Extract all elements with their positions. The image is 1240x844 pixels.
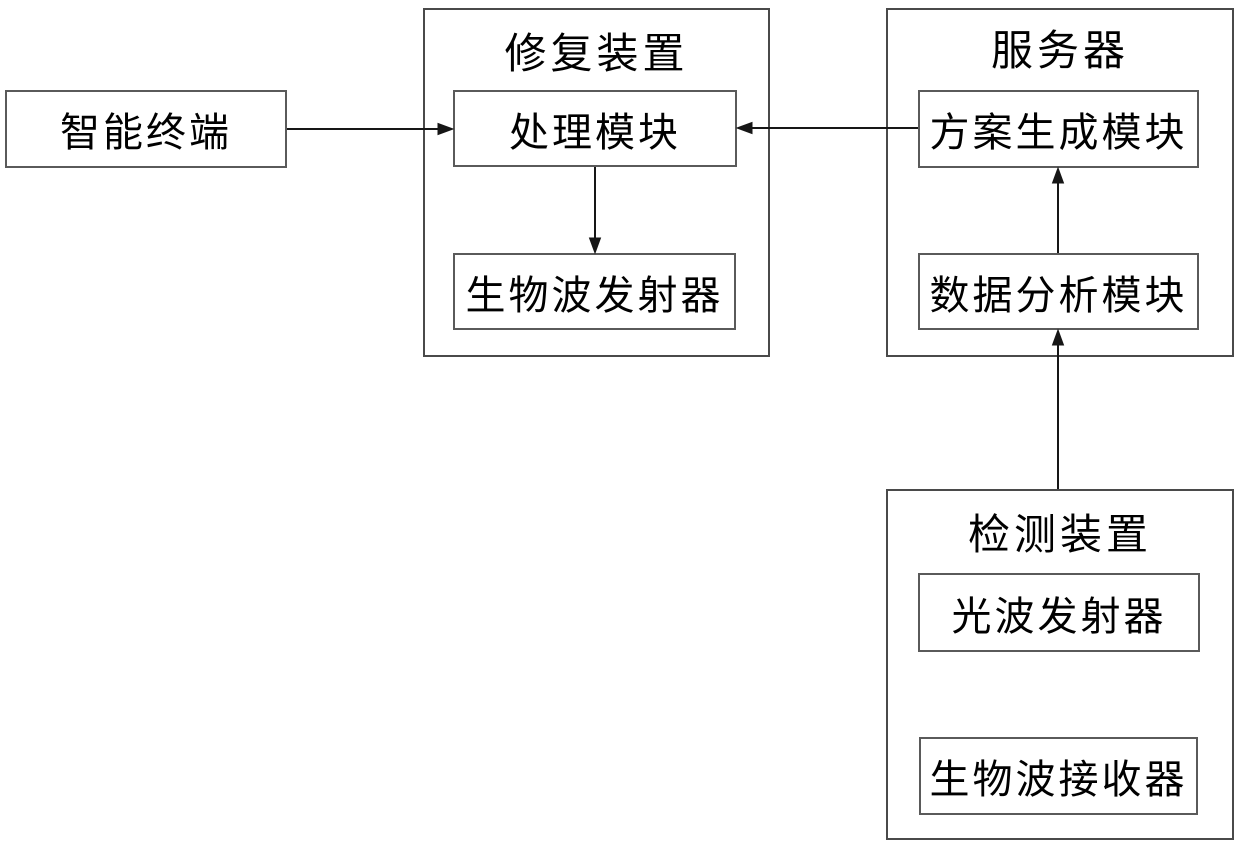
node-bio-wave-transmitter-label: 生物波发射器 [465,272,724,318]
node-scheme-generation-module-label: 方案生成模块 [929,110,1188,155]
node-processing-module: 处理模块 [453,90,737,167]
node-data-analysis-module: 数据分析模块 [918,253,1199,330]
container-repair-device-title: 修复装置 [504,32,689,78]
node-bio-wave-receiver-label: 生物波接收器 [929,757,1188,802]
node-smart-terminal: 智能终端 [5,90,287,168]
node-bio-wave-transmitter: 生物波发射器 [453,253,736,330]
node-data-analysis-module-label: 数据分析模块 [929,272,1188,318]
node-bio-wave-receiver: 生物波接收器 [919,737,1198,815]
container-detection-device [886,489,1234,840]
container-repair-device [423,8,770,357]
node-light-wave-transmitter: 光波发射器 [918,573,1200,652]
node-processing-module-label: 处理模块 [509,109,681,155]
node-light-wave-transmitter-label: 光波发射器 [951,593,1167,639]
node-scheme-generation-module: 方案生成模块 [918,90,1199,168]
node-smart-terminal-label: 智能终端 [60,110,232,155]
container-detection-device-title: 检测装置 [967,513,1152,559]
container-server-title: 服务器 [990,29,1129,75]
container-server [886,8,1234,357]
